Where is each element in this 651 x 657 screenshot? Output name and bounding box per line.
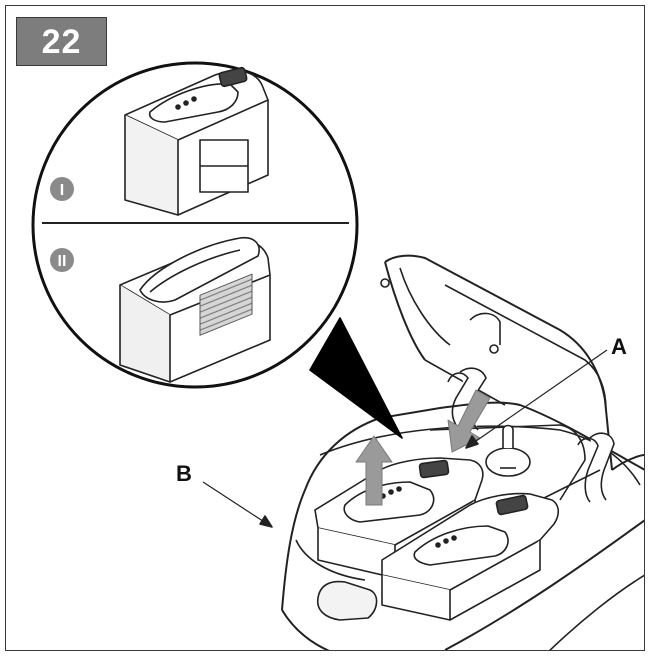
zoom-detail-circle: [31, 61, 359, 389]
hinge-arms: [447, 367, 615, 503]
battery-variant-two: [119, 236, 271, 383]
callout-a-label: A: [611, 334, 627, 359]
battery-compartment: [429, 424, 601, 501]
variant-one-marker: I: [50, 177, 74, 201]
variant-two-marker: II: [50, 248, 74, 272]
machine-body: [281, 401, 644, 650]
variant-one-label: I: [60, 182, 64, 199]
battery-variant-one: [124, 66, 269, 216]
callout-a-leader: [465, 349, 608, 449]
callout-b-label: B: [176, 461, 192, 486]
battery-seated: [381, 492, 560, 621]
step-number-badge: 22: [16, 17, 107, 66]
zoom-pointer: [309, 317, 403, 439]
open-lid: [380, 254, 644, 471]
insert-arrow: [447, 389, 491, 453]
variant-two-label: II: [58, 253, 67, 270]
callout-b-leader: [202, 481, 273, 528]
lift-arrow: [355, 435, 393, 506]
